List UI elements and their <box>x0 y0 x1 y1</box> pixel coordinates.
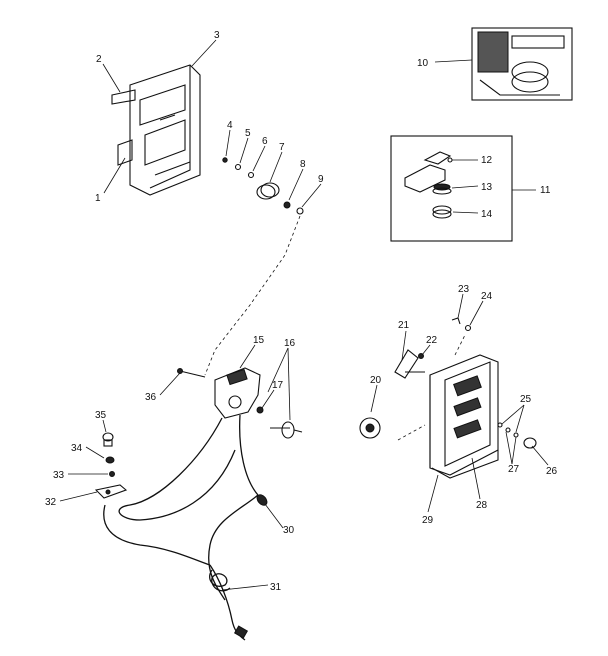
part-label-32: 32 <box>45 497 57 508</box>
part-label-1: 1 <box>95 193 101 204</box>
part-label-33: 33 <box>53 470 65 481</box>
part-label-6: 6 <box>262 136 268 147</box>
part-label-25: 25 <box>520 394 532 405</box>
part-labels: 1 2 3 4 5 6 7 8 9 10 11 12 13 14 15 16 1… <box>45 30 558 593</box>
switch-parts <box>94 432 128 499</box>
part-label-30: 30 <box>283 525 295 536</box>
part-label-34: 34 <box>71 443 83 454</box>
part-label-23: 23 <box>458 284 470 295</box>
part-label-12: 12 <box>481 155 493 166</box>
part-label-22: 22 <box>426 335 438 346</box>
motor-assembly <box>177 367 303 439</box>
part-label-35: 35 <box>95 410 107 421</box>
part-label-8: 8 <box>300 159 306 170</box>
power-cord <box>103 414 268 641</box>
part-label-20: 20 <box>370 375 382 386</box>
part-label-28: 28 <box>476 500 488 511</box>
kit-box <box>390 135 513 242</box>
part-label-9: 9 <box>318 174 324 185</box>
part-label-36: 36 <box>145 392 157 403</box>
part-label-16: 16 <box>284 338 296 349</box>
part-label-10: 10 <box>417 58 429 69</box>
part-label-24: 24 <box>481 291 493 302</box>
bracket-assembly <box>111 64 201 196</box>
part-label-4: 4 <box>227 120 233 131</box>
part-label-15: 15 <box>253 335 265 346</box>
part-label-26: 26 <box>546 466 558 477</box>
part-label-27: 27 <box>508 464 520 475</box>
part-label-7: 7 <box>279 142 285 153</box>
part-label-13: 13 <box>481 182 493 193</box>
part-label-21: 21 <box>398 320 410 331</box>
part-label-14: 14 <box>481 209 493 220</box>
part-label-31: 31 <box>270 582 282 593</box>
leader-lines <box>59 39 549 591</box>
part-label-5: 5 <box>245 128 251 139</box>
fan-housing <box>359 317 537 479</box>
part-label-2: 2 <box>96 54 102 65</box>
part-label-3: 3 <box>214 30 220 41</box>
package-carton-image <box>471 27 573 101</box>
part-label-17: 17 <box>272 380 284 391</box>
part-label-29: 29 <box>422 515 434 526</box>
washer-group <box>222 157 304 215</box>
part-label-11: 11 <box>540 185 551 196</box>
